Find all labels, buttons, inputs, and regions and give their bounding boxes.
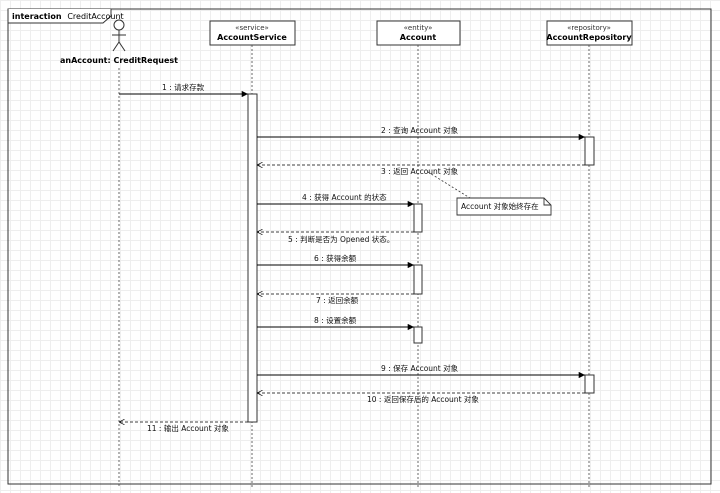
- activation-account-service: [247, 93, 258, 423]
- message-4[interactable]: 4 : 获得 Account 的状态: [257, 192, 414, 208]
- messages: 1 : 请求存款 2 : 查询 Account 对象 3 : 返回 Accoun…: [119, 82, 585, 433]
- actor-name: anAccount: CreditRequest: [60, 56, 178, 65]
- message-11-label: 11 : 输出 Account 对象: [147, 423, 229, 433]
- frame-keyword: interaction: [12, 12, 62, 21]
- activations: [247, 93, 595, 423]
- activation-repository-save: [584, 374, 595, 394]
- message-9[interactable]: 9 : 保存 Account 对象: [257, 363, 585, 379]
- actor-credit-request[interactable]: anAccount: CreditRequest: [60, 19, 178, 488]
- actor-stick-figure-icon: [112, 19, 126, 52]
- frame-name: CreditAccount: [67, 12, 123, 21]
- stereotype-service: «service»: [235, 24, 269, 32]
- message-1[interactable]: 1 : 请求存款: [119, 82, 248, 98]
- interaction-frame: interaction CreditAccount: [7, 8, 712, 485]
- stereotype-repository: «repository»: [567, 24, 611, 32]
- activation-account-set-balance: [413, 326, 423, 344]
- lifeline-account-repository[interactable]: «repository» AccountRepository: [546, 20, 633, 488]
- message-5-label: 5 : 判断是否为 Opened 状态。: [288, 234, 394, 244]
- note-box: [456, 197, 552, 216]
- activation-account-status: [413, 203, 423, 233]
- lifeline-name-account: Account: [400, 33, 437, 42]
- message-7-label: 7 : 返回余额: [316, 295, 359, 305]
- message-1-label: 1 : 请求存款: [162, 82, 205, 92]
- message-10[interactable]: 10 : 返回保存后的 Account 对象: [257, 393, 585, 404]
- lifeline-account[interactable]: «entity» Account: [376, 20, 461, 488]
- message-3[interactable]: 3 : 返回 Account 对象: [257, 165, 585, 176]
- lifeline-name-account-repository: AccountRepository: [546, 33, 632, 42]
- activation-repository-query: [584, 136, 595, 166]
- stereotype-entity: «entity»: [404, 24, 433, 32]
- note-fold: [543, 198, 551, 206]
- message-3-label: 3 : 返回 Account 对象: [381, 166, 459, 176]
- message-11[interactable]: 11 : 输出 Account 对象: [119, 422, 248, 433]
- message-2-label: 2 : 查询 Account 对象: [381, 125, 459, 135]
- message-7[interactable]: 7 : 返回余额: [257, 294, 414, 305]
- message-5[interactable]: 5 : 判断是否为 Opened 状态。: [257, 232, 414, 244]
- message-2[interactable]: 2 : 查询 Account 对象: [257, 125, 585, 141]
- message-10-label: 10 : 返回保存后的 Account 对象: [367, 394, 479, 404]
- note-text: Account 对象始终存在: [461, 201, 539, 211]
- frame-title: interaction CreditAccount: [12, 12, 124, 21]
- message-6-label: 6 : 获得余额: [314, 253, 357, 263]
- activation-account-balance: [413, 264, 423, 295]
- message-4-label: 4 : 获得 Account 的状态: [302, 192, 387, 202]
- message-8-label: 8 : 设置余额: [314, 315, 357, 325]
- message-8[interactable]: 8 : 设置余额: [257, 315, 414, 331]
- note-anchor-line: [427, 171, 471, 199]
- lifeline-head-account-service: [209, 20, 296, 46]
- lifeline-name-account-service: AccountService: [217, 33, 287, 42]
- lifeline-head-account-repository: [546, 20, 633, 46]
- message-9-label: 9 : 保存 Account 对象: [381, 363, 459, 373]
- lifeline-head-account: [376, 20, 461, 46]
- message-6[interactable]: 6 : 获得余额: [257, 253, 414, 269]
- note[interactable]: Account 对象始终存在: [427, 171, 552, 216]
